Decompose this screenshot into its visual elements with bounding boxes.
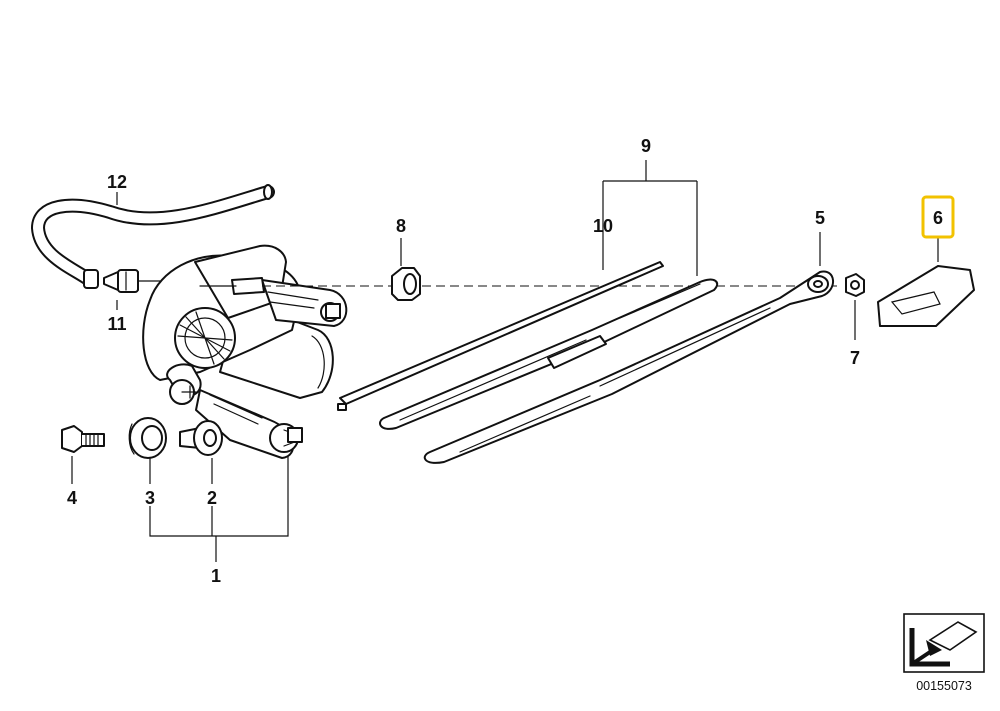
leader-lines [71, 160, 939, 562]
wiper-arm [423, 270, 834, 464]
view-orientation-box [903, 613, 985, 673]
wiper-blade [379, 278, 719, 430]
callout-1: 1 [211, 566, 221, 586]
blade-rubber [337, 261, 664, 411]
bushing [179, 420, 223, 456]
callout-9: 9 [641, 136, 651, 156]
callout-6: 6 [933, 208, 943, 228]
hex-nut [845, 273, 865, 297]
washer-hose [30, 184, 275, 289]
wiper-motor [142, 244, 348, 459]
callout-3: 3 [145, 488, 155, 508]
image-number: 00155073 [916, 679, 972, 693]
rubber-mount [128, 417, 167, 459]
callout-6-highlight [921, 195, 955, 239]
callout-4: 4 [67, 488, 77, 508]
cover-cap [877, 265, 975, 327]
callout-12: 12 [107, 172, 127, 192]
callout-2: 2 [207, 488, 217, 508]
orientation-arrow-icon [926, 640, 942, 656]
callout-10: 10 [593, 216, 613, 236]
hose-connector [103, 269, 161, 293]
hex-screw [61, 425, 105, 453]
grommet [391, 267, 421, 301]
callout-5: 5 [815, 208, 825, 228]
callout-8: 8 [396, 216, 406, 236]
callout-11: 11 [107, 314, 126, 334]
callout-7: 7 [850, 348, 860, 368]
